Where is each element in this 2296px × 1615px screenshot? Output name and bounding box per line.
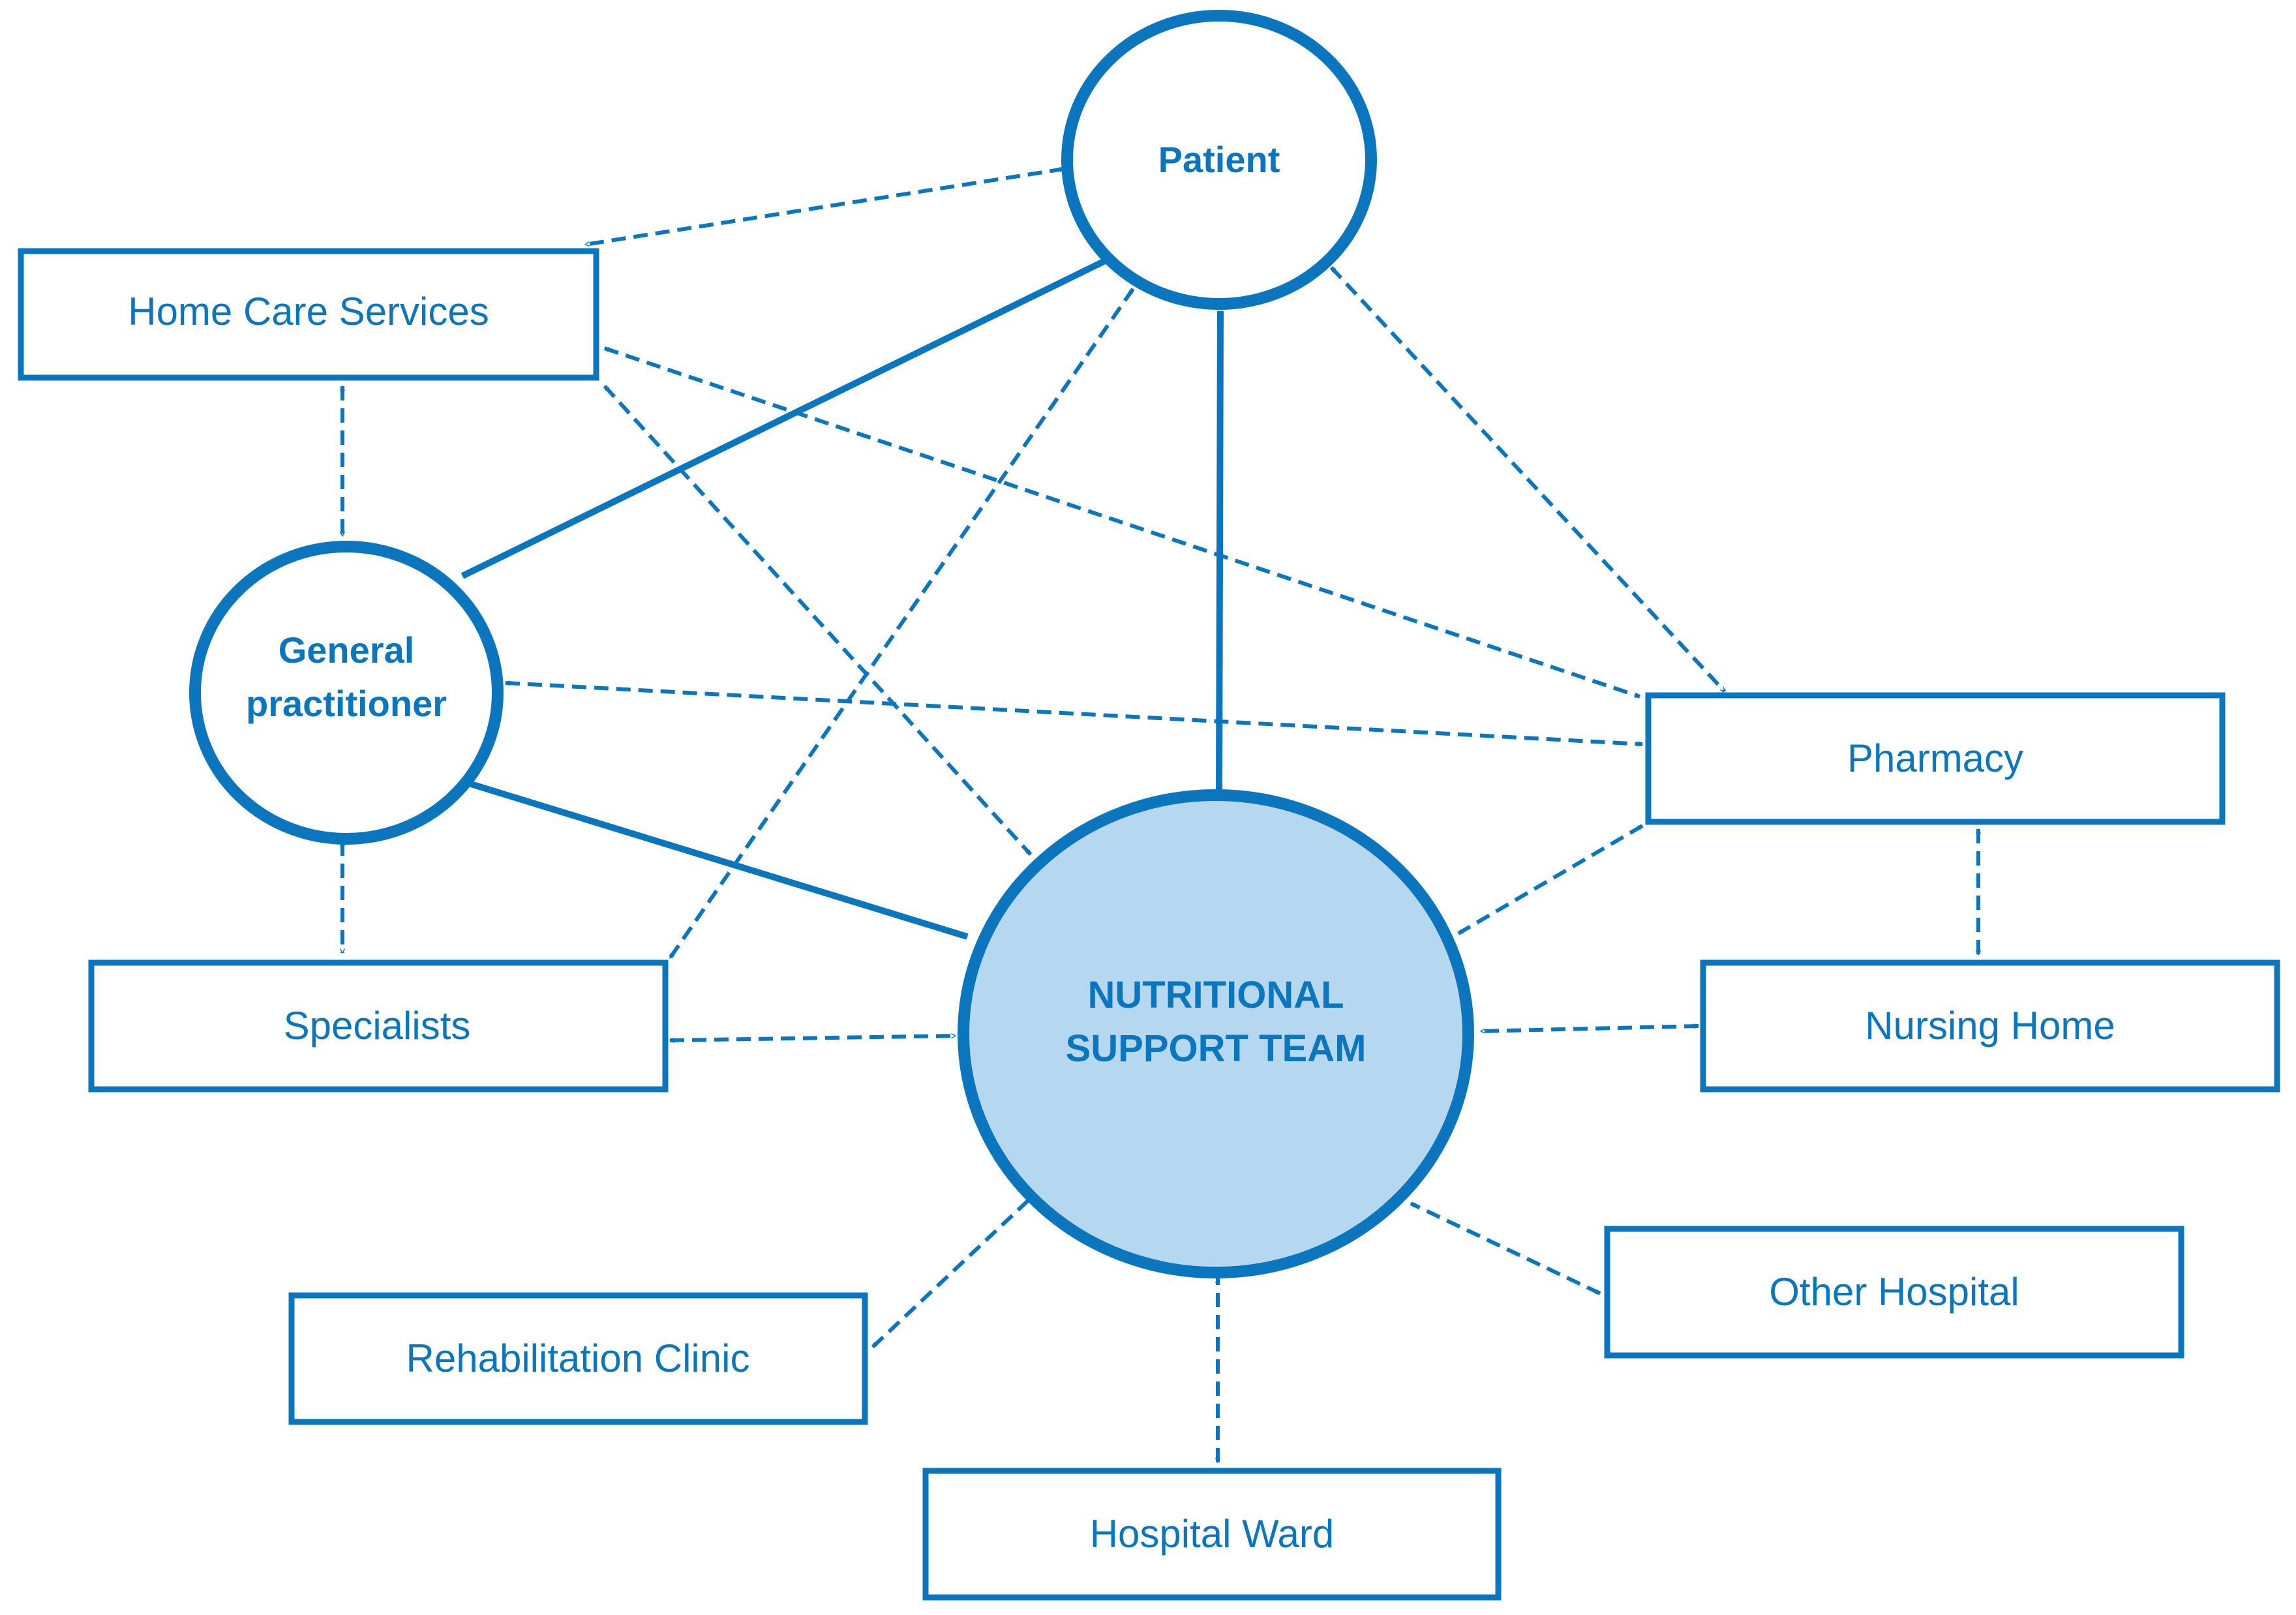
connection-lines [340, 167, 1981, 1463]
node-nutritional-support-team: NUTRITIONAL SUPPORT TEAM [958, 789, 1474, 1278]
node-home-care-services: Home Care Services [18, 248, 599, 381]
connector-specialists-nst [669, 1033, 956, 1043]
node-general-practitioner: General practitioner [189, 541, 504, 845]
nursing-home-label: Nursing Home [1865, 1004, 2115, 1048]
connector-gp-pharmacy [505, 680, 1643, 747]
rehabilitation-clinic-label: Rehabilitation Clinic [406, 1336, 750, 1380]
home-care-services-label: Home Care Services [128, 290, 489, 333]
connector-patient-home-care [584, 167, 1065, 247]
home-care-services-box [18, 248, 599, 381]
patient-label: Patient [1158, 139, 1280, 180]
general-practitioner-label-line1: General [279, 629, 415, 671]
node-rehabilitation-clinic: Rehabilitation Clinic [288, 1292, 868, 1425]
nutritional-support-team-label-line1: NUTRITIONAL [1087, 974, 1344, 1016]
node-specialists: Specialists [88, 959, 669, 1093]
connector-patient-pharmacy [1329, 265, 1727, 693]
nutritional-support-team-circle [958, 789, 1474, 1278]
node-patient: Patient [1061, 10, 1377, 310]
rehabilitation-clinic-box [288, 1292, 868, 1425]
specialists-box [88, 959, 669, 1093]
general-practitioner-circle [189, 541, 504, 845]
hospital-ward-label: Hospital Ward [1090, 1512, 1335, 1556]
node-pharmacy: Pharmacy [1645, 692, 2226, 825]
general-practitioner-label-line2: practitioner [246, 683, 447, 724]
connector-patient-nst [1216, 310, 1224, 791]
pharmacy-label: Pharmacy [1847, 736, 2023, 780]
connector-home-care-pharmacy [604, 346, 1640, 699]
connector-rehab-nst [871, 1196, 1033, 1349]
specialists-label: Specialists [284, 1004, 471, 1048]
node-nursing-home: Nursing Home [1700, 959, 2280, 1093]
patient-circle [1061, 10, 1377, 310]
connector-pharmacy-nst [1457, 824, 1644, 935]
node-other-hospital: Other Hospital [1604, 1226, 2184, 1359]
connector-home-care-nst [603, 384, 1033, 856]
connector-nursing-home-nst [1480, 1023, 1699, 1034]
connector-other-hospital-nst [1410, 1201, 1601, 1295]
other-hospital-label: Other Hospital [1769, 1270, 2019, 1314]
diagram-nodes: Patient General practitioner NUTRITIONAL… [18, 10, 2280, 1601]
other-hospital-box [1604, 1226, 2184, 1359]
connector-gp-nst [461, 778, 969, 940]
pharmacy-box [1645, 692, 2226, 825]
nursing-home-box [1700, 959, 2280, 1093]
nutritional-support-team-label-line2: SUPPORT TEAM [1066, 1027, 1367, 1070]
node-hospital-ward: Hospital Ward [922, 1468, 1502, 1601]
hospital-ward-box [922, 1468, 1502, 1601]
